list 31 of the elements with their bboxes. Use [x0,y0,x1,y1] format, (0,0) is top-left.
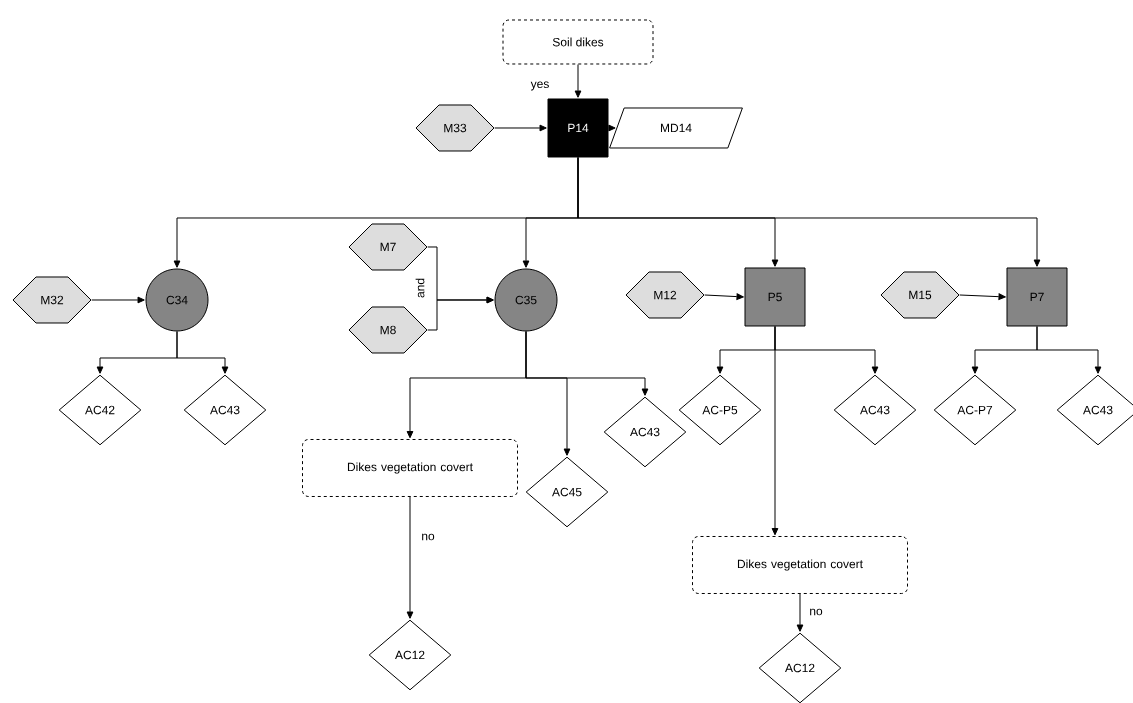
arrow [176,331,229,374]
condition-box: Dikes vegetation covert [692,536,908,594]
edge-label: and [414,276,426,300]
arrow [406,496,414,619]
arrow [91,296,145,304]
data-parallelogram: MD14 [609,107,743,149]
arrow [1036,326,1102,374]
condition-box: Soil dikes [502,19,654,65]
edge-label: no [419,532,437,542]
arrow [525,331,649,396]
arrow [494,124,547,132]
arrow [704,293,744,300]
arrow [959,293,1006,301]
arrow [574,64,582,98]
measure-hexagon: M12 [625,271,705,319]
arrow [796,593,804,632]
condition-box: Dikes vegetation covert [302,439,518,497]
process-square: P14 [547,98,609,158]
edge-label: no [807,607,825,617]
arrow [771,326,779,536]
measure-hexagon: M33 [415,104,495,152]
measure-hexagon: M8 [348,306,428,354]
measure-hexagon: M7 [348,223,428,271]
process-square: P7 [1006,267,1068,327]
measure-hexagon: M32 [12,276,92,324]
edge-label: yes [529,80,551,92]
arrow [577,157,1041,267]
arrow [427,296,494,331]
process-square: P5 [744,267,806,327]
arrow [608,124,616,132]
measure-hexagon: M15 [880,271,960,319]
